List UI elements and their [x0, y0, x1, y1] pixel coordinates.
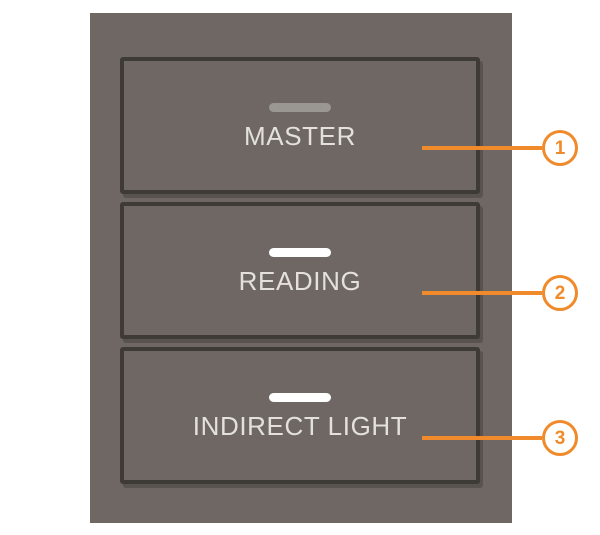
led-indicator-reading [269, 247, 331, 257]
button-label-indirect-light: INDIRECT LIGHT [192, 410, 408, 441]
callout-line-3 [422, 436, 542, 440]
callout-badge-3: 3 [542, 420, 578, 456]
led-indicator-master [269, 102, 331, 112]
callout-badge-2: 2 [542, 275, 578, 311]
callout-line-2 [422, 291, 542, 295]
callout-badge-1: 1 [542, 130, 578, 166]
callout-line-1 [422, 146, 542, 150]
button-master[interactable]: MASTER [120, 57, 480, 194]
button-indirect-light[interactable]: INDIRECT LIGHT [120, 347, 480, 484]
button-label-master: MASTER [244, 120, 356, 151]
button-label-reading: READING [238, 265, 362, 296]
button-reading[interactable]: READING [120, 202, 480, 339]
led-indicator-indirect-light [269, 392, 331, 402]
